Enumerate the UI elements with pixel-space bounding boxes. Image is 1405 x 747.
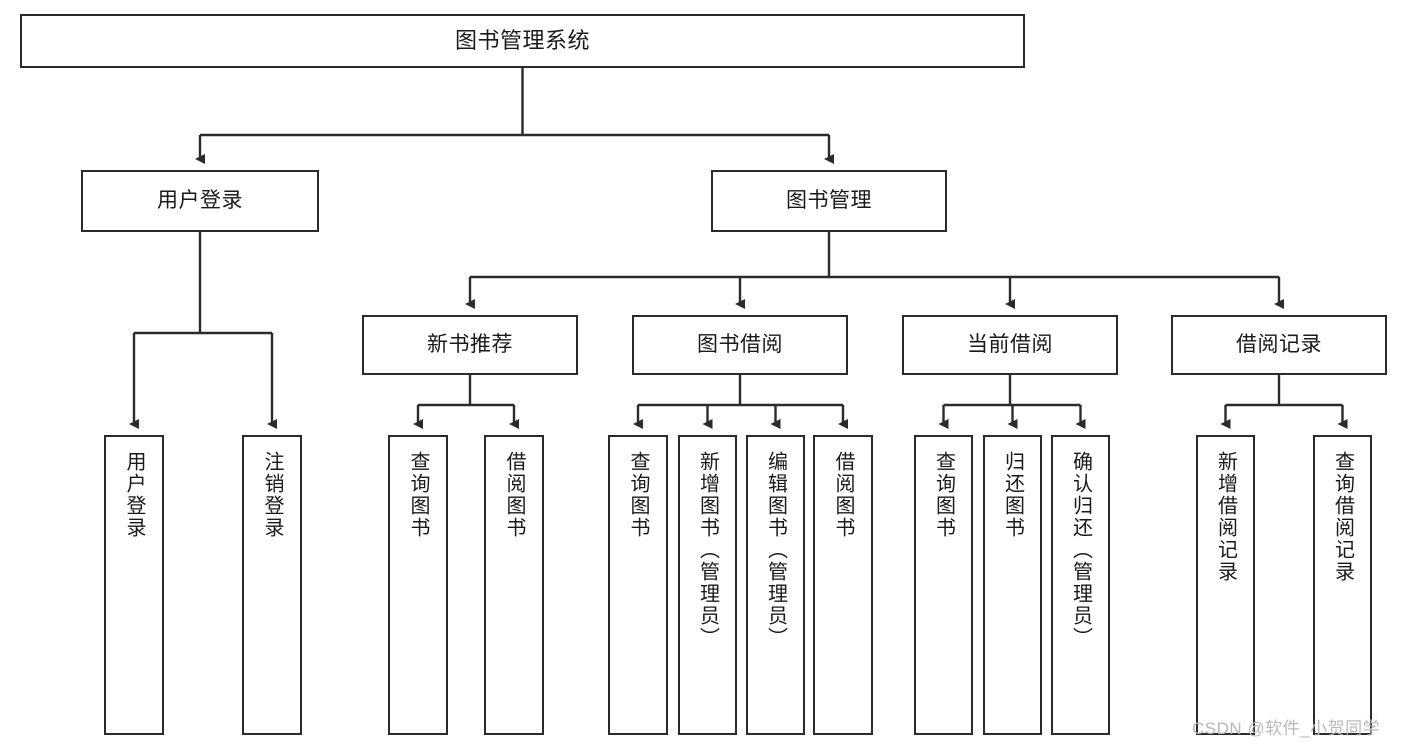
node-leaf-cur-1[interactable]: 查询图书 xyxy=(914,435,973,735)
node-label: 查询借阅记录 xyxy=(1331,451,1354,583)
node-label: 图书借阅 xyxy=(697,332,783,356)
node-label: 用户登录 xyxy=(157,188,243,212)
node-label: 编辑图书（管理员） xyxy=(764,451,787,649)
node-label: 借阅图书 xyxy=(503,451,525,539)
node-label: 借阅图书 xyxy=(832,451,854,539)
node-leaf-login-1[interactable]: 用户登录 xyxy=(104,435,164,735)
watermark-text: CSDN @软件_小贺同学 xyxy=(1192,719,1381,738)
node-label: 归还图书 xyxy=(1001,451,1024,539)
node-leaf-new-1[interactable]: 查询图书 xyxy=(388,435,448,735)
node-login[interactable]: 用户登录 xyxy=(81,170,319,232)
node-leaf-login-2[interactable]: 注销登录 xyxy=(242,435,302,735)
node-leaf-cur-3[interactable]: 确认归还（管理员） xyxy=(1051,435,1110,735)
node-leaf-borrow-4[interactable]: 借阅图书 xyxy=(813,435,873,735)
node-leaf-borrow-2[interactable]: 新增图书（管理员） xyxy=(678,435,737,735)
node-current[interactable]: 当前借阅 xyxy=(902,315,1118,375)
node-newbooks[interactable]: 新书推荐 xyxy=(362,315,578,375)
node-leaf-cur-2[interactable]: 归还图书 xyxy=(983,435,1042,735)
node-records[interactable]: 借阅记录 xyxy=(1171,315,1387,375)
node-root[interactable]: 图书管理系统 xyxy=(20,14,1025,68)
node-leaf-rec-1[interactable]: 新增借阅记录 xyxy=(1196,435,1255,735)
node-leaf-borrow-1[interactable]: 查询图书 xyxy=(608,435,668,735)
node-leaf-new-2[interactable]: 借阅图书 xyxy=(484,435,544,735)
node-label: 用户登录 xyxy=(123,451,145,539)
node-label: 查询图书 xyxy=(932,451,955,539)
node-label: 新增借阅记录 xyxy=(1214,451,1237,583)
node-label: 图书管理 xyxy=(786,188,872,212)
node-leaf-rec-2[interactable]: 查询借阅记录 xyxy=(1313,435,1372,735)
node-label: 查询图书 xyxy=(627,451,649,539)
node-bookmgmt[interactable]: 图书管理 xyxy=(711,170,947,232)
node-label: 借阅记录 xyxy=(1236,332,1322,356)
node-label: 图书管理系统 xyxy=(454,28,590,54)
node-label: 新增图书（管理员） xyxy=(696,451,719,649)
node-label: 新书推荐 xyxy=(427,332,513,356)
node-leaf-borrow-3[interactable]: 编辑图书（管理员） xyxy=(746,435,805,735)
node-borrow[interactable]: 图书借阅 xyxy=(632,315,848,375)
node-label: 查询图书 xyxy=(407,451,429,539)
node-label: 注销登录 xyxy=(261,451,283,539)
node-label: 当前借阅 xyxy=(967,332,1053,356)
node-label: 确认归还（管理员） xyxy=(1069,451,1092,649)
